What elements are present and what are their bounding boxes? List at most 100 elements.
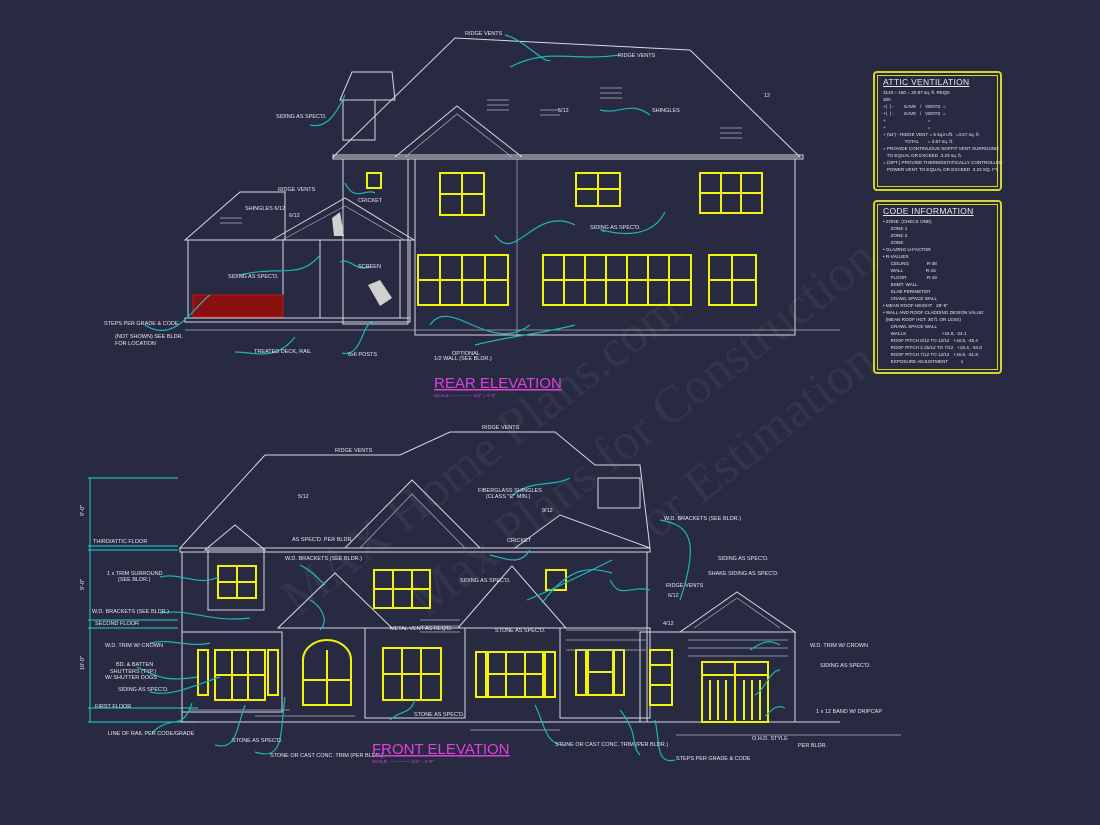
annotation-label: RIDGE VENTS [666,583,704,589]
annotation-label: W.D. BRACKETS (SEE BLDR.) [285,556,362,562]
front-labels: RIDGE VENTS RIDGE VENTS FIBERGLASS SHING… [92,425,882,762]
annotation-label: 5/12 [558,108,569,114]
box-line: BSMT. WALL [883,282,918,287]
annotation-label: METAL VENT AS REQ'D. [390,626,453,632]
annotation-label: SHAKE SIDING AS SPEC'D. [708,571,779,577]
annotation-label: BD. & BATTEN [116,662,153,668]
box-line: CEILING R-38 [883,261,937,266]
box-line: TO EQUAL OR EXCEED 3.23 sq. ft. [883,153,963,158]
box-line: EXPOSURE ADJUSTMENT 1 [883,359,964,364]
box-line: ZONE [883,240,904,245]
box-line: = PROVIDE CONTINUOUS SOFFIT VENT SURROUN… [883,146,999,151]
annotation-label: (CLASS "C" MIN.) [486,494,530,500]
attic-ventilation-box: ATTIC VENTILATION 3143 ÷ 150 = 20.97 sq.… [873,71,1002,191]
annotation-label: 6/12 [668,593,679,599]
annotation-label: SIDING AS SPEC'D. [820,663,871,669]
attic-ventilation-title: ATTIC VENTILATION [883,77,970,87]
annotation-label: FIRST FLOOR [95,704,131,710]
rear-elevation-title: REAR ELEVATION [434,375,562,392]
box-line: FLOOR R-19 [883,275,937,280]
annotation-label: 5/12 [298,494,309,500]
attic-ventilation-lines: 3143 ÷ 150 = 20.97 sq. ft. REQD.300+( ) … [883,89,1002,173]
annotation-label: O.H.D. STYLE [752,736,788,742]
annotation-label: STONE AS SPEC'D. [495,628,546,634]
box-line: ZONE 2 [883,233,908,238]
front-windows [197,565,769,723]
annotation-label: 9'-0" [80,505,86,516]
code-information-title: CODE INFORMATION [883,206,974,216]
siding-lines [420,619,788,657]
front-elevation-title: FRONT ELEVATION [372,741,510,758]
annotation-label: FIBERGLASS SHINGLES [478,488,542,494]
box-line: CRAWL SPACE WALL [883,296,938,301]
annotation-label: RIDGE VENTS [335,448,373,454]
rear-elevation: RIDGE VENTS RIDGE VENTS SHINGLES SIDING … [104,31,840,398]
code-information-box: CODE INFORMATION • ZONE: (CHECK ONE) ZON… [873,200,1002,374]
annotation-label: SIDING AS SPEC'D. [460,578,511,584]
box-line: • WALL AND ROOF CLADDING DESIGN VALUE: [883,310,985,315]
front-center-gable [343,479,482,549]
annotation-label: THIRD/ATTIC FLOOR [93,539,147,545]
rear-leader-lines [144,34,666,355]
annotation-label: 9/12 [542,508,553,514]
box-line: TOTAL = 3.57 sq. ft. [883,139,954,144]
annotation-label: RIDGE VENTS [618,53,656,59]
box-line: • R-VALUES [883,254,909,259]
annotation-label: SIDING AS SPEC'D. [590,225,641,231]
annotation-label: SHUTTERS (TYP.) [110,669,157,675]
box-line: POWER VENT TO EQUAL OR EXCEED 3.23 SQ. F… [883,167,999,172]
annotation-label: AS SPEC'D. PER BLDR. [292,537,353,543]
box-line: + (54') - RIDGE VENT = 5 sq.in./ft. =3.5… [883,132,980,137]
annotation-label: 1/2 WALL (SEE BLDR.) [434,356,492,362]
annotation-label: 6/12 [289,213,300,219]
annotation-label: 6x6 POSTS [348,352,377,358]
rear-elevation-scale: SCALE: ---------------1/4" = 1'-0" [434,393,496,398]
box-line: WALLS +16.8, -24.1 [883,331,967,336]
box-line: • ZONE: (CHECK ONE) [883,219,932,224]
annotation-label: FOR LOCATION [115,341,156,347]
box-line: +( ) - EAVE / VENTS = [883,104,946,109]
annotation-label: RIDGE VENTS [465,31,503,37]
front-elevation-scale: SCALE: ---------------1/4" = 1'-0" [372,759,434,764]
rear-labels: RIDGE VENTS RIDGE VENTS SHINGLES SIDING … [104,31,770,362]
annotation-label: STONE OR CAST CONC. TRIM (PER BLDR.) [270,753,383,759]
annotation-label: SCREEN [358,264,381,270]
annotation-label: SIDING AS SPEC'D. [276,114,327,120]
front-elevation: THIRD/ATTIC FLOOR SECOND FLOOR FIRST FLO… [80,425,901,764]
annotation-label: STONE AS SPEC'D. [414,712,465,718]
box-line: SLAB PERIMETER [883,289,931,294]
annotation-label: STEPS PER GRADE & CODE [676,756,751,762]
box-line: (MEAN ROOF HGT. 30 ft. OR LESS) [883,317,961,322]
front-main-roof [178,431,651,549]
roof-vent-marks [220,87,742,224]
rear-main-wall [414,158,796,336]
annotation-label: CRICKET [358,198,383,204]
annotation-label: RIDGE VENTS [482,425,520,431]
annotation-label: 1 x 12 BAND W/ DRIPCAP [816,709,882,715]
code-information-lines: • ZONE: (CHECK ONE) ZONE 1 ZONE 2 ZONE• … [883,218,992,365]
box-line: CRAWL SPACE WALL [883,324,938,329]
annotation-label: W.D. BRACKETS (SEE BLDR.) [92,609,169,615]
annotation-label: W.D. TRIM W/ CROWN [810,643,868,649]
annotation-label: W/ SHUTTER DOGS [105,675,157,681]
annotation-label: SECOND FLOOR [95,621,139,627]
box-line: +( ) - EAVE / VENTS = [883,111,946,116]
annotation-label: (SEE BLDR.) [118,577,151,583]
annotation-label: STEPS PER GRADE & CODE [104,321,179,327]
annotation-label: 12 [764,93,770,99]
annotation-label: TREATED DECK, RAIL [254,349,311,355]
annotation-label: W.D. TRIM W/ CROWN [105,643,163,649]
box-line: + = [883,118,931,123]
annotation-label: 1 x TRIM SURROUND [107,571,163,577]
box-line: 300 [883,97,891,102]
deck [184,317,411,323]
annotation-label: CRICKET [507,538,532,544]
annotation-label: 9'-0" [80,579,86,590]
deck-rail [192,294,284,318]
chimney [597,477,641,509]
annotation-label: STONE AS SPEC'D. [232,738,283,744]
annotation-label: SIDING AS SPEC'D. [228,274,279,280]
box-line: + = [883,125,931,130]
annotation-label: SIDING AS SPEC'D. [718,556,769,562]
